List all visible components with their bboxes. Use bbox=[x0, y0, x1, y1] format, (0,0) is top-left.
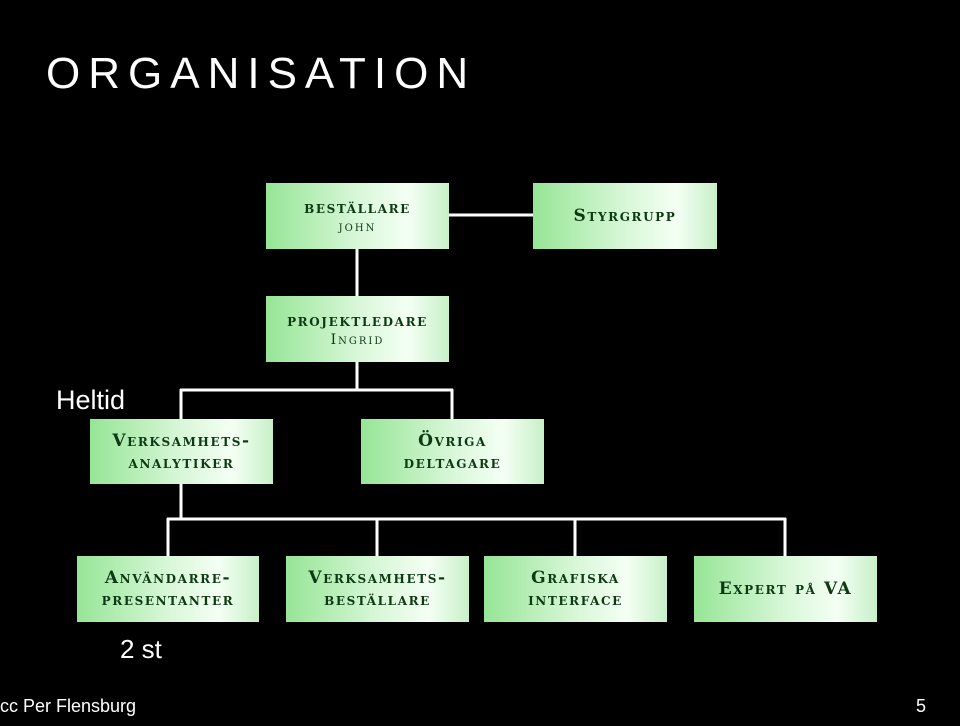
styrgrupp-title: Styrgrupp bbox=[573, 206, 677, 226]
footer-credit: cc Per Flensburg bbox=[0, 696, 137, 716]
org-box-verksamhetsbestallare: Verksamhets- beställare bbox=[286, 556, 469, 622]
org-box-verksamhetsanalytiker: Verksamhets- analytiker bbox=[90, 419, 273, 484]
heltid-label: Heltid bbox=[56, 385, 126, 415]
page-number: 5 bbox=[916, 696, 927, 716]
org-box-anvandarrepresentanter: Användarre- presentanter bbox=[77, 556, 259, 622]
verksamhetsanalytiker-line2: analytiker bbox=[128, 452, 235, 473]
verksamhetsanalytiker-line1: Verksamhets- bbox=[112, 430, 251, 451]
anvandarrepresentanter-line2: presentanter bbox=[101, 590, 235, 610]
ovriga-deltagare-line1: Övriga bbox=[418, 430, 487, 451]
projektledare-name: Ingrid bbox=[330, 332, 385, 348]
verksamhetsbestallare-line1: Verksamhets- bbox=[308, 568, 447, 588]
org-box-expert-va: Expert på VA bbox=[694, 556, 877, 622]
org-box-bestallare: beställare john bbox=[266, 183, 449, 249]
org-box-grafiska-interface: Grafiska interface bbox=[484, 556, 667, 622]
bestallare-name: john bbox=[338, 219, 377, 235]
org-box-styrgrupp: Styrgrupp bbox=[533, 183, 717, 249]
bestallare-title: beställare bbox=[304, 198, 411, 218]
org-box-projektledare: projektledare Ingrid bbox=[266, 296, 449, 362]
grafiska-interface-line1: Grafiska bbox=[531, 568, 620, 588]
anvandarrepresentanter-line1: Användarre- bbox=[104, 568, 232, 588]
ovriga-deltagare-line2: deltagare bbox=[403, 452, 502, 473]
verksamhetsbestallare-line2: beställare bbox=[324, 590, 431, 610]
org-box-ovriga-deltagare: Övriga deltagare bbox=[361, 419, 544, 484]
antal-label: 2 st bbox=[120, 634, 162, 664]
slide-title: ORGANISATION bbox=[46, 49, 477, 98]
projektledare-title: projektledare bbox=[287, 311, 428, 331]
grafiska-interface-line2: interface bbox=[528, 590, 623, 610]
expert-va-title: Expert på VA bbox=[718, 579, 853, 599]
